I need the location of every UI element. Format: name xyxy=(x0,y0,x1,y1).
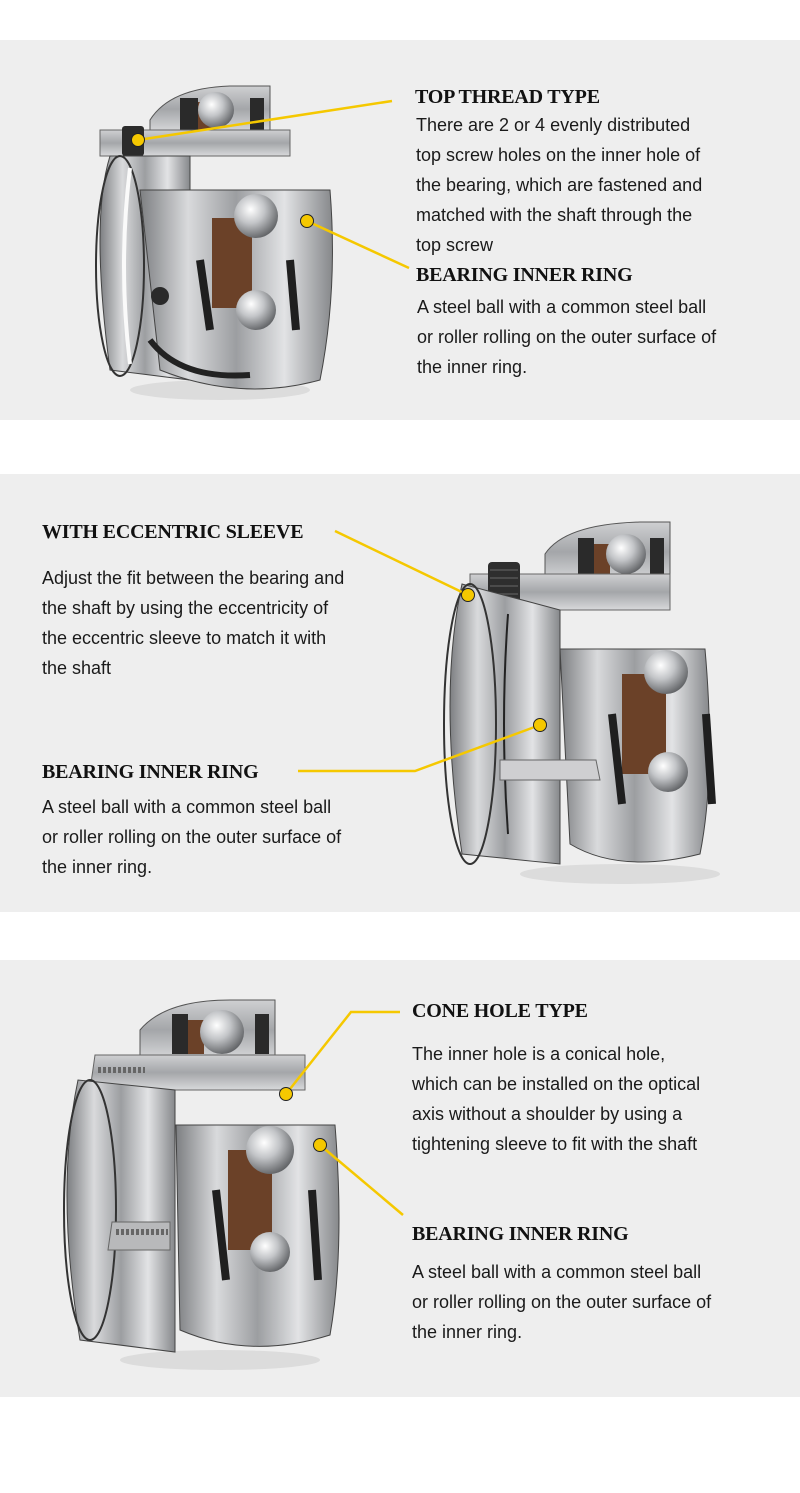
bearing-cone-hole-type-image xyxy=(63,999,340,1370)
bearing-eccentric-sleeve-image xyxy=(443,521,720,884)
text-line: the inner ring. xyxy=(417,357,528,377)
text-line: or roller rolling on the outer surface o… xyxy=(412,1292,712,1312)
section-eccentric-sleeve: WITH ECCENTRIC SLEEVE Adjust the fit bet… xyxy=(0,474,800,912)
callout-title-bearing-inner-ring: BEARING INNER RING xyxy=(412,1223,629,1245)
callout-title-bearing-inner-ring: BEARING INNER RING xyxy=(42,761,259,783)
section-top-thread-type: TOP THREAD TYPE There are 2 or 4 evenly … xyxy=(0,40,800,420)
text-line: Adjust the fit between the bearing and xyxy=(42,568,345,588)
text-line: tightening sleeve to fit with the shaft xyxy=(412,1134,698,1154)
callout-text-bearing-inner-ring: A steel ball with a common steel ball or… xyxy=(417,292,716,382)
callout-text-top-thread-type: There are 2 or 4 evenly distributed top … xyxy=(416,110,702,260)
text-line: the inner ring. xyxy=(412,1322,523,1342)
text-line: the bearing, which are fastened and xyxy=(416,175,703,195)
text-line: or roller rolling on the outer surface o… xyxy=(417,327,717,347)
text-line: the eccentric sleeve to match it with xyxy=(42,628,327,648)
text-line: or roller rolling on the outer surface o… xyxy=(42,827,342,847)
text-line: the shaft by using the eccentricity of xyxy=(42,598,329,618)
callout-text-bearing-inner-ring: A steel ball with a common steel ball or… xyxy=(42,792,341,882)
text-line: top screw xyxy=(416,235,494,255)
callout-title-bearing-inner-ring: BEARING INNER RING xyxy=(416,264,633,286)
text-line: A steel ball with a common steel ball xyxy=(42,797,332,817)
callout-text-bearing-inner-ring: A steel ball with a common steel ball or… xyxy=(412,1257,711,1347)
callout-title-with-eccentric-sleeve: WITH ECCENTRIC SLEEVE xyxy=(42,521,304,543)
text-line: A steel ball with a common steel ball xyxy=(417,297,707,317)
text-line: top screw holes on the inner hole of xyxy=(416,145,701,165)
text-line: the inner ring. xyxy=(42,857,153,877)
text-line: A steel ball with a common steel ball xyxy=(412,1262,702,1282)
callout-text-with-eccentric-sleeve: Adjust the fit between the bearing and t… xyxy=(42,563,344,683)
text-line: the shaft xyxy=(42,658,112,678)
text-line: The inner hole is a conical hole, xyxy=(412,1044,666,1064)
callout-text-cone-hole-type: The inner hole is a conical hole, which … xyxy=(412,1039,700,1159)
callout-title-cone-hole-type: CONE HOLE TYPE xyxy=(412,1000,588,1022)
section-cone-hole-type: CONE HOLE TYPE The inner hole is a conic… xyxy=(0,960,800,1397)
text-line: which can be installed on the optical xyxy=(412,1074,701,1094)
callout-title-top-thread-type: TOP THREAD TYPE xyxy=(415,86,600,108)
text-line: There are 2 or 4 evenly distributed xyxy=(416,115,691,135)
text-line: axis without a shoulder by using a xyxy=(412,1104,683,1124)
text-line: matched with the shaft through the xyxy=(416,205,693,225)
